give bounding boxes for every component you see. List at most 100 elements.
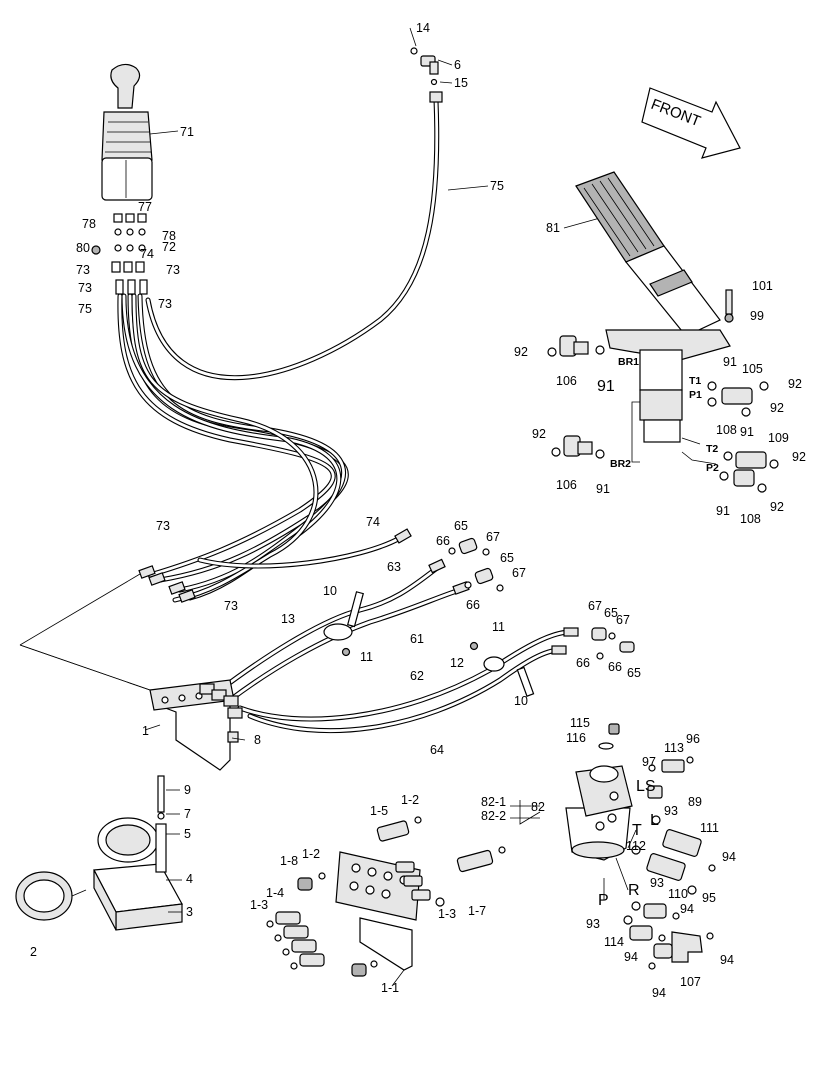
part-label-67a: 67: [486, 530, 500, 544]
part-label-10a: 10: [323, 584, 337, 598]
part-label-61: 61: [410, 632, 424, 646]
part-label-1-7: 1-7: [468, 904, 486, 918]
part-label-107: 107: [680, 975, 701, 989]
part-label-72: 72: [162, 240, 176, 254]
part-label-80: 80: [76, 241, 90, 255]
part-label-8: 8: [254, 733, 261, 747]
callout-lines: [19, 27, 601, 741]
part-label-110: 110: [668, 887, 688, 901]
part-label-91e: 91: [716, 504, 730, 518]
hose-end-fittings: [138, 91, 579, 655]
part-label-71: 71: [180, 125, 194, 139]
part-label-73f: 73: [224, 599, 238, 613]
part-label-66a: 66: [436, 534, 450, 548]
part-label-94a: 94: [722, 850, 736, 864]
part-label-93b: 93: [650, 876, 664, 890]
part-label-66c: 66: [576, 656, 590, 670]
part-label-91c: 91: [740, 425, 754, 439]
part-label-93c: 93: [586, 917, 600, 931]
part-label-5: 5: [184, 827, 191, 841]
part-label-81: 81: [546, 221, 560, 235]
joystick-lever: [101, 63, 153, 201]
part-label-1-2a: 1-2: [401, 793, 419, 807]
part-label-97: 97: [642, 755, 656, 769]
part-label-6: 6: [454, 58, 461, 72]
part-label-92d: 92: [532, 427, 546, 441]
clamps: [323, 591, 535, 697]
part-label-78b: 78: [162, 229, 176, 243]
part-label-1-2b: 1-2: [302, 847, 320, 861]
part-label-73a: 73: [76, 263, 90, 277]
part-label-75b: 75: [78, 302, 92, 316]
part-label-73e: 73: [156, 519, 170, 533]
part-label-7: 7: [184, 807, 191, 821]
part-label-92f: 92: [770, 500, 784, 514]
part-label-77: 77: [138, 200, 152, 214]
part-label-L: L: [650, 812, 659, 829]
part-label-114: 114: [604, 935, 624, 949]
part-label-94e: 94: [652, 986, 666, 1000]
elbow-fitting-6: [410, 47, 439, 86]
part-label-1-8: 1-8: [280, 854, 298, 868]
part-label-BR2: BR2: [610, 458, 631, 470]
part-label-92b: 92: [788, 377, 802, 391]
part-label-3: 3: [186, 905, 193, 919]
part-label-94b: 94: [680, 902, 694, 916]
hose-bundle: [117, 293, 349, 603]
cover-plate-3-4: [71, 817, 183, 931]
joystick-fittings: [91, 213, 148, 295]
part-label-105: 105: [742, 362, 763, 376]
part-label-65d: 65: [627, 666, 641, 680]
part-label-65b: 65: [500, 551, 514, 565]
part-label-62: 62: [410, 669, 424, 683]
part-label-63: 63: [387, 560, 401, 574]
part-label-112: 112: [626, 839, 646, 853]
part-label-11b: 11: [360, 650, 373, 664]
part-label-1-3b: 1-3: [438, 907, 456, 921]
part-label-96: 96: [686, 732, 700, 746]
bolt-pins-5-7-9: [155, 775, 182, 913]
part-label-LS: LS: [636, 778, 656, 795]
part-label-74a: 74: [140, 247, 154, 261]
rubber-ring-2: [15, 871, 73, 921]
part-label-1-5: 1-5: [370, 804, 388, 818]
manifold-block: [266, 816, 506, 987]
part-label-91d: 91: [596, 482, 610, 496]
part-label-101: 101: [752, 279, 773, 293]
part-label-1-3a: 1-3: [250, 898, 268, 912]
part-label-64: 64: [430, 743, 444, 757]
part-label-R: R: [628, 882, 640, 899]
part-label-78a: 78: [82, 217, 96, 231]
part-label-65a: 65: [454, 519, 468, 533]
valve-block-1: [149, 679, 243, 771]
front-arrow: FRONT: [641, 87, 741, 159]
part-label-P2: P2: [706, 462, 719, 474]
part-label-106b: 106: [556, 478, 577, 492]
steering-unit-82: [510, 723, 633, 861]
part-label-1: 1: [142, 724, 149, 738]
part-label-74b: 74: [366, 515, 380, 529]
part-label-82-2: 82-2: [481, 809, 506, 823]
part-label-15: 15: [454, 76, 468, 90]
part-label-P: P: [598, 892, 609, 909]
part-label-10b: 10: [514, 694, 528, 708]
part-label-1-4: 1-4: [266, 886, 284, 900]
part-label-T: T: [632, 822, 642, 839]
part-label-116: 116: [566, 731, 586, 745]
part-label-93a: 93: [664, 804, 678, 818]
part-label-66b: 66: [466, 598, 480, 612]
part-label-9: 9: [184, 783, 191, 797]
part-label-111: 111: [700, 821, 719, 835]
part-label-99: 99: [750, 309, 764, 323]
part-label-73d: 73: [158, 297, 172, 311]
part-label-11a: 11: [492, 620, 505, 634]
part-label-92a: 92: [514, 345, 528, 359]
part-label-66d: 66: [608, 660, 622, 674]
pedal-fittings: [547, 335, 779, 493]
part-label-1-1: 1-1: [381, 981, 399, 995]
steering-fittings: [603, 756, 716, 970]
part-label-12: 12: [450, 656, 464, 670]
part-label-14: 14: [416, 21, 430, 35]
part-label-82-1: 82-1: [481, 795, 506, 809]
part-label-BR1: BR1: [618, 356, 639, 368]
